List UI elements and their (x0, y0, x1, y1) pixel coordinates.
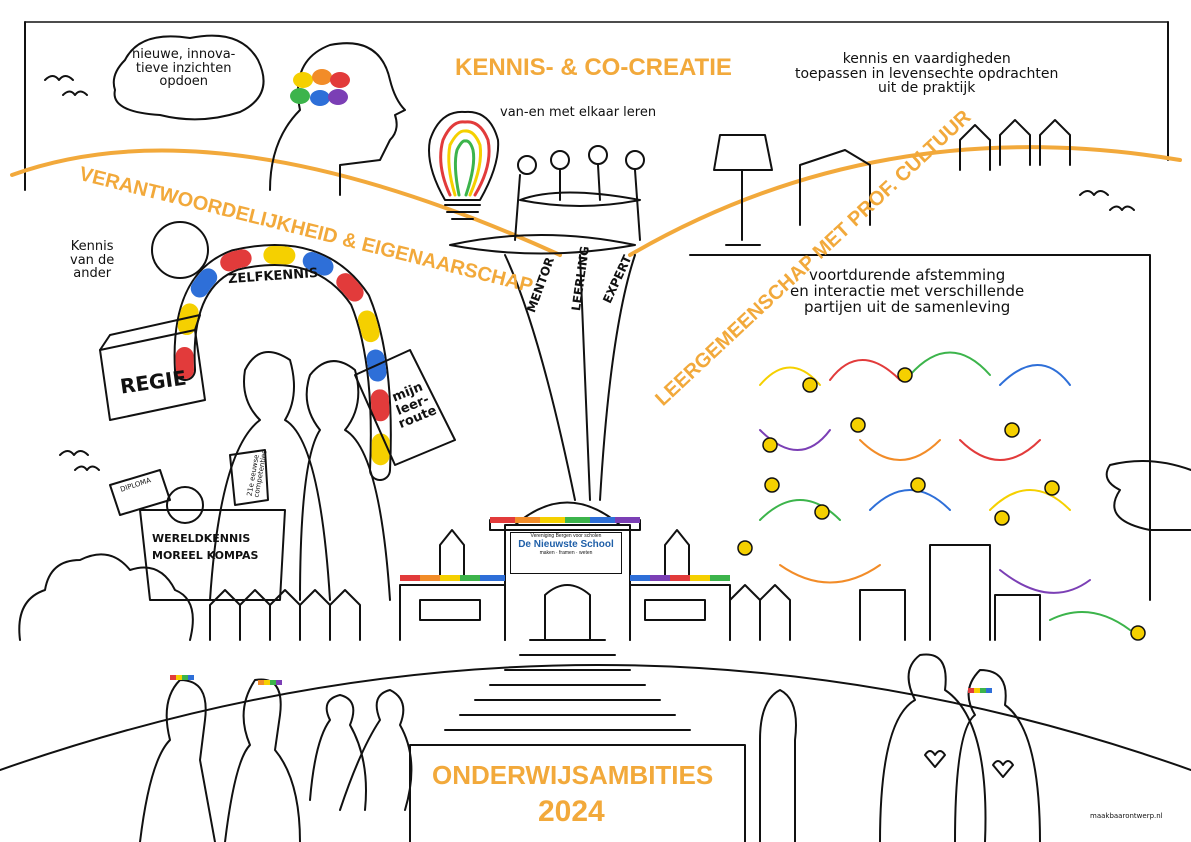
person-icon (759, 689, 797, 842)
house-icon (729, 584, 791, 641)
house-icon (209, 589, 361, 641)
person-icon (139, 679, 216, 842)
school-sign-tagline: maken · framen · weten (539, 550, 593, 556)
lightbulb-icon (428, 110, 500, 220)
school-sign-name: De Nieuwste School (518, 539, 614, 550)
bird-icon (1109, 205, 1135, 211)
table-top (519, 191, 641, 207)
house-icon (959, 119, 1071, 171)
header-title: KENNIS- & CO-CREATIE (455, 54, 732, 81)
head-profile (269, 42, 406, 196)
left-top-arc (10, 148, 562, 257)
lamp-icon (713, 134, 773, 246)
person-icon (151, 221, 209, 279)
rainbow-hair (170, 675, 992, 693)
bird-icon (1079, 190, 1109, 196)
person-icon (339, 689, 413, 811)
building-icon (859, 589, 906, 641)
bird-icon (74, 465, 100, 471)
heart-icon (992, 760, 1014, 778)
person-icon (209, 351, 331, 601)
person-icon (588, 145, 608, 165)
person-icon (224, 678, 301, 842)
bag-shape (139, 509, 286, 601)
bird-icon (59, 450, 89, 456)
right-panel-box (689, 254, 1151, 601)
building-icon (929, 544, 991, 641)
header-subtitle: van-en met elkaar leren (500, 105, 657, 120)
person-icon (879, 653, 987, 842)
heart-icon (924, 750, 946, 768)
school-building (399, 501, 731, 641)
person-icon (625, 150, 645, 170)
right-hand (1105, 460, 1191, 531)
lightbulb-icon (737, 367, 1146, 641)
globe-icon (166, 486, 204, 524)
footer-year: 2024 (538, 795, 605, 828)
person-icon (550, 150, 570, 170)
people-bodies (514, 164, 641, 241)
building-icon (994, 594, 1041, 641)
credit-text: maakbaarontwerp.nl (1090, 812, 1163, 820)
speech-bubble-shape (112, 34, 265, 121)
bird-icon (62, 90, 88, 96)
platform (449, 234, 636, 255)
person-icon (309, 694, 367, 811)
zelfkennis-arch (173, 244, 392, 481)
network (759, 351, 1131, 631)
school-sign: Vereniging Bergen voor scholen De Nieuws… (510, 532, 622, 574)
hands-stem (504, 254, 636, 501)
brain-icon (290, 69, 350, 106)
trees (18, 553, 194, 641)
speech-bubble-text: nieuwe, innova- tieve inzichten opdoen (132, 47, 236, 90)
footer-title: ONDERWIJSAMBITIES (432, 760, 714, 790)
bag-line1: WERELDKENNIS (152, 532, 251, 545)
top-right-note: kennis en vaardigheden toepassen in leve… (795, 51, 1059, 97)
person-icon (517, 155, 537, 175)
book-shape (354, 349, 456, 466)
left-note: Kennis van de ander (70, 239, 115, 282)
stairs (444, 639, 691, 731)
diploma-scroll (109, 469, 171, 516)
bag-line2: MOREEL KOMPAS (152, 549, 259, 562)
building-icon (799, 149, 871, 226)
competences-paper (229, 449, 269, 506)
right-top-arc (628, 145, 1182, 257)
person-icon (954, 669, 1041, 842)
bird-icon (44, 75, 74, 81)
right-note: voortdurende afstemming en interactie me… (790, 266, 1025, 316)
school-sign-small: Vereniging Bergen voor scholen (530, 533, 602, 539)
clapboard-shape (99, 329, 206, 421)
person-icon (299, 360, 391, 601)
